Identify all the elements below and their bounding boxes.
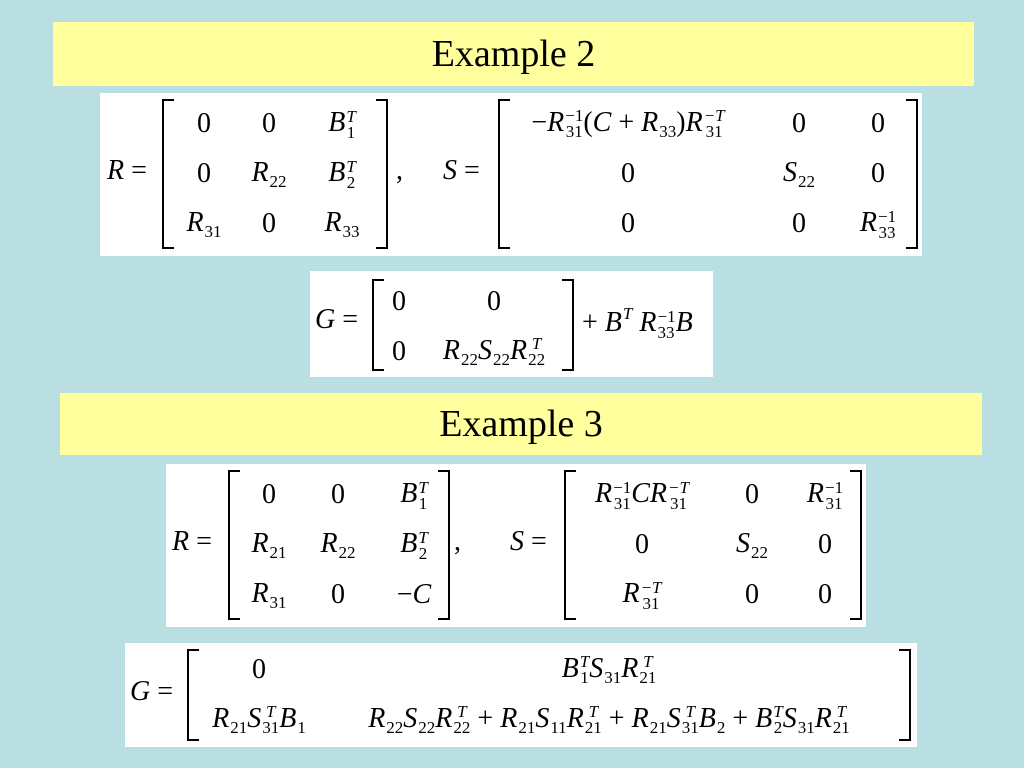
example-2-title-bar: Example 2 bbox=[53, 22, 974, 86]
s-label: S = bbox=[443, 155, 480, 186]
s-left-bracket bbox=[564, 470, 576, 620]
g-right-bracket bbox=[562, 279, 574, 371]
r-right-bracket bbox=[376, 99, 388, 249]
s-right-bracket bbox=[850, 470, 862, 620]
g-left-bracket bbox=[187, 649, 199, 741]
example-3-title-bar: Example 3 bbox=[60, 393, 982, 455]
g-right-bracket bbox=[899, 649, 911, 741]
s-left-bracket bbox=[498, 99, 510, 249]
r-right-bracket bbox=[438, 470, 450, 620]
g-label: G = bbox=[315, 304, 359, 335]
s-label: S = bbox=[510, 526, 547, 557]
r-label: R = bbox=[172, 526, 212, 557]
r-label: R = bbox=[107, 155, 147, 186]
r-left-bracket bbox=[228, 470, 240, 620]
example-2-title: Example 2 bbox=[431, 33, 596, 75]
g-label: G = bbox=[130, 676, 174, 707]
r-left-bracket bbox=[162, 99, 174, 249]
g-left-bracket bbox=[372, 279, 384, 371]
s-right-bracket bbox=[906, 99, 918, 249]
example-3-title: Example 3 bbox=[439, 403, 603, 445]
